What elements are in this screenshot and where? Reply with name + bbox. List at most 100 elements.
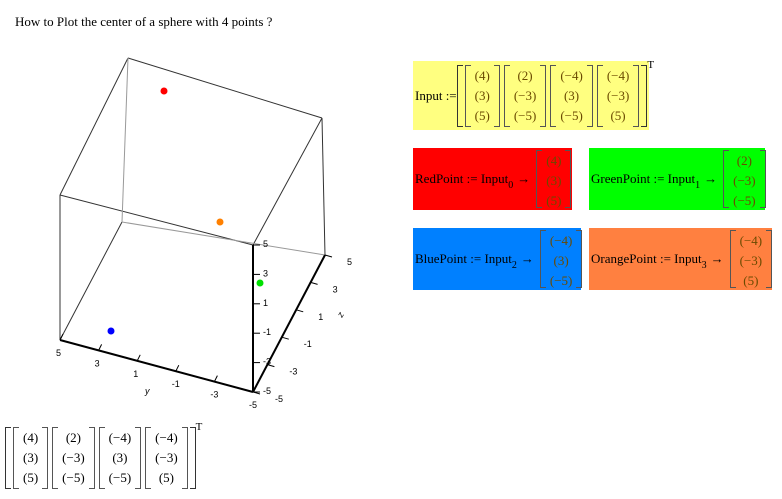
matrix-cell: (−3)	[513, 87, 537, 103]
red-point-marker	[160, 87, 168, 95]
tick-label: 1	[133, 369, 138, 379]
matrix-cell: (−3)	[739, 253, 763, 268]
tick-label: -3	[263, 357, 271, 367]
bracket	[52, 427, 59, 489]
axis-tick	[175, 364, 180, 372]
bracket	[145, 427, 152, 489]
matrix-cell: (2)	[736, 153, 752, 168]
green-point-marker	[256, 279, 264, 287]
matrix-cell: (3)	[563, 87, 580, 103]
matrix-cell: (2)	[517, 67, 533, 83]
tick-label: 5	[56, 348, 61, 358]
y-axis	[252, 254, 326, 393]
box-edge	[127, 57, 323, 119]
matrix-cell: (4)	[23, 430, 39, 445]
axis-tick	[252, 391, 261, 395]
bracket	[729, 230, 736, 288]
box-edge	[59, 57, 129, 196]
bracket	[565, 150, 572, 208]
bracket	[536, 150, 543, 208]
tick-label: -5	[263, 386, 271, 396]
matrix-cell: (−5)	[108, 470, 132, 485]
matrix-cell: (−5)	[62, 470, 85, 485]
matrix-column: (2) (−3) (−5)	[58, 427, 89, 489]
point-name: OrangePoint := Input	[591, 251, 702, 266]
matrix-cell: (−4)	[155, 430, 178, 445]
matrix-cell: (2)	[65, 430, 81, 445]
matrix-cell: (−4)	[739, 233, 763, 248]
matrix-column: (−4)(−3)(5)	[736, 230, 767, 288]
box-edge	[321, 117, 326, 256]
tick-label: -1	[263, 327, 271, 337]
arrow: →	[710, 251, 724, 266]
axis-label-z: z	[335, 310, 347, 320]
bracket	[633, 64, 640, 127]
bracket	[88, 427, 95, 489]
matrix-cell: (3)	[112, 450, 128, 465]
matrix-cell: (5)	[610, 107, 626, 123]
matrix-cell: (−4)	[549, 233, 573, 248]
matrix-column: (−4)(−3)(5)	[603, 65, 634, 127]
axis-tick	[267, 364, 275, 368]
matrix-cell: (−5)	[513, 107, 537, 123]
matrix-cell: (3)	[474, 87, 490, 103]
box-edge	[59, 221, 123, 341]
matrix-cell: (−3)	[733, 173, 756, 188]
bracket	[576, 230, 583, 288]
bracket	[586, 64, 593, 127]
tick-label: 5	[347, 257, 352, 267]
matrix-cell: (−5)	[733, 193, 756, 208]
axis-tick	[213, 375, 218, 382]
matrix-cell: (3)	[553, 253, 569, 268]
transpose-sign: T	[647, 58, 655, 71]
matrix-cell: (5)	[23, 470, 39, 485]
tick-label: -3	[289, 367, 297, 377]
matrix-column: (−4)(3)(−5)	[546, 230, 577, 288]
box-edge	[59, 194, 254, 246]
bracket	[766, 230, 773, 288]
bracket	[98, 427, 105, 489]
axis-tick	[136, 354, 141, 362]
tick-label: -5	[249, 400, 257, 410]
bracket	[464, 64, 471, 127]
arrow: →	[517, 171, 531, 186]
matrix-column: (4)(3)(5)	[542, 150, 565, 208]
matrix-cell: (−3)	[62, 450, 85, 465]
input-definition[interactable]: Input := (4)(3)(5)(2)(−3)(−5)(−4)(3)(−5)…	[413, 59, 654, 130]
result-matrix: (4)(3)(5)(2)(−3)(−5)(−4)(3)(−5)(−4)(−3)(…	[5, 421, 202, 489]
transpose-sign: T	[195, 421, 203, 433]
axis-label-y: y	[144, 386, 150, 396]
plot-axes	[59, 245, 326, 393]
matrix-column: (−4)(3)(−5)	[556, 65, 587, 127]
tick-label: 3	[263, 268, 268, 278]
input-matrix: (4)(3)(5)(2)(−3)(−5)(−4)(3)(−5)(−4)(−3)(…	[456, 59, 654, 127]
matrix-cell: (−5)	[560, 107, 583, 123]
tick-label: -1	[172, 379, 180, 389]
axis-tick	[324, 254, 333, 258]
plot-box	[59, 57, 326, 341]
worksheet-title: How to Plot the center of a sphere with …	[15, 14, 273, 29]
axis-tick	[98, 344, 103, 351]
bracket	[596, 64, 603, 127]
point-name: GreenPoint := Input	[591, 171, 696, 186]
bracket	[13, 427, 19, 489]
input-label: Input :=	[415, 87, 457, 103]
result-matrix-region[interactable]: (4)(3)(5)(2)(−3)(−5)(−4)(3)(−5)(−4)(−3)(…	[3, 421, 202, 491]
x-axis	[59, 339, 254, 393]
tick-label: 5	[263, 239, 268, 249]
tick-label: 3	[333, 284, 338, 294]
bracket	[42, 427, 49, 489]
matrix-cell: (5)	[158, 470, 174, 485]
tick-label: -1	[304, 339, 312, 349]
bracket	[493, 64, 500, 127]
matrix-column: (−4)(3)(−5)	[105, 427, 136, 489]
blue-point-marker	[107, 327, 115, 335]
matrix-cell: (3)	[23, 450, 39, 465]
bracket	[723, 150, 730, 208]
matrix-cell: (3)	[546, 173, 562, 188]
